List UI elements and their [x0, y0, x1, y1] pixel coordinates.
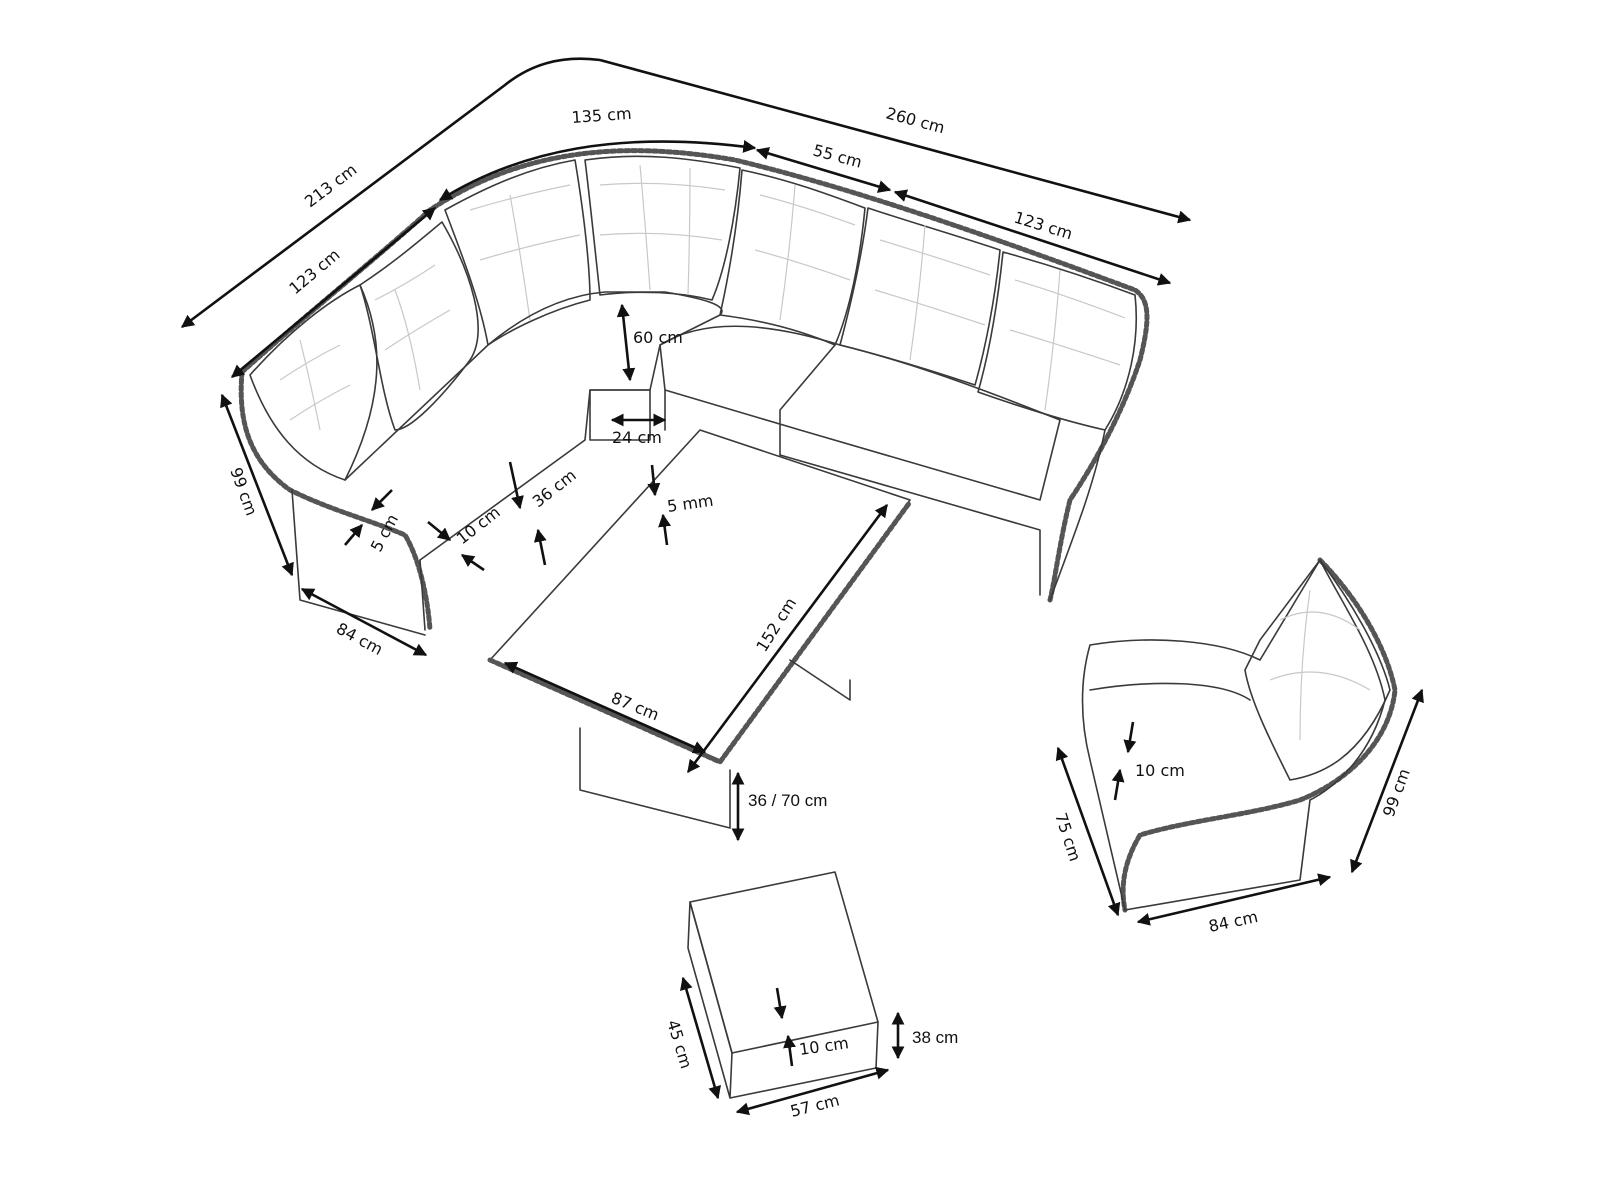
label-135: 135 cm [571, 104, 632, 127]
dim-chair-75-line [1055, 746, 1121, 917]
sofa-right-seat [659, 325, 1061, 501]
armchair [1081, 557, 1398, 913]
dim-5mm-line-a [647, 464, 661, 497]
sofa-left-front [291, 489, 426, 636]
dim-stool-10-line-a [773, 987, 787, 1020]
dimension-labels: 213 cm 260 cm 135 cm 123 cm 55 cm 123 cm… [226, 104, 1414, 1121]
footstool [687, 871, 879, 1099]
dim-5cm-line-a [371, 489, 393, 511]
label-36: 36 cm [529, 466, 580, 512]
dim-60-line [616, 303, 636, 382]
armchair-weave [1120, 557, 1398, 913]
label-chair-99: 99 cm [1379, 766, 1414, 819]
label-chair-75: 75 cm [1051, 810, 1084, 863]
label-152: 152 cm [752, 594, 800, 655]
label-stool-38: 38 cm [912, 1028, 958, 1047]
dim-123-left-line [231, 207, 436, 378]
back-cushion-4 [584, 155, 741, 301]
dim-stool-57-line [735, 1066, 890, 1116]
label-123-right: 123 cm [1012, 208, 1075, 244]
label-chair-84: 84 cm [1207, 907, 1260, 936]
dim-36-line-b [533, 528, 547, 566]
label-87: 87 cm [609, 688, 662, 724]
label-10cm: 10 cm [453, 503, 504, 549]
label-260: 260 cm [884, 104, 947, 138]
sofa-seat [344, 291, 723, 561]
stool-sides [687, 901, 879, 1099]
label-36-70: 36 / 70 cm [748, 791, 827, 810]
label-60: 60 cm [633, 328, 683, 347]
sofa-left-arm-weave [238, 369, 433, 633]
dim-55-line [755, 147, 892, 193]
label-213: 213 cm [301, 160, 360, 211]
back-cushion-7 [977, 251, 1138, 431]
dim-stool-10-line-b [783, 1034, 796, 1067]
label-chair-10: 10 cm [1135, 761, 1185, 780]
dim-5cm-line-b [344, 524, 363, 546]
armchair-seat [1089, 682, 1251, 701]
dim-36-line-a [508, 461, 524, 510]
sofa-corner-block [589, 389, 651, 441]
table-top-weave [487, 499, 913, 766]
dim-135-line [438, 140, 757, 202]
dim-99-line [220, 393, 294, 577]
label-99: 99 cm [226, 465, 261, 518]
dim-chair-84-line [1136, 873, 1332, 926]
sofa-right-arm [1049, 429, 1106, 601]
dim-chair-10-line-a [1123, 721, 1137, 754]
back-cushion-5 [719, 169, 866, 346]
back-cushion-1 [249, 284, 378, 481]
dim-chair-10-line-b [1111, 768, 1125, 801]
label-stool-45: 45 cm [663, 1018, 696, 1071]
dim-10cm-line-a [427, 520, 452, 542]
dim-84-line [300, 587, 428, 657]
dim-152-line [686, 503, 889, 774]
label-5mm: 5 mm [666, 491, 715, 516]
dim-10cm-line-b [460, 553, 485, 572]
dimension-lines [180, 57, 1424, 1116]
sofa-seat-divider [779, 344, 836, 456]
dim-5mm-line-b [658, 513, 671, 546]
armchair-cushion [1244, 559, 1391, 781]
dim-260-line [599, 58, 1192, 224]
label-24: 24 cm [612, 428, 662, 447]
corner-sofa [238, 148, 1150, 636]
stool-top [689, 871, 879, 1054]
dim-chair-99-line [1350, 688, 1424, 874]
dim-213-line [180, 57, 601, 329]
dim-87-line [503, 661, 707, 754]
label-84: 84 cm [333, 619, 386, 659]
sofa-base-front [664, 389, 1041, 596]
label-55: 55 cm [811, 141, 864, 172]
dim-123-right-line [893, 189, 1172, 286]
dim-stool-45-line [680, 976, 721, 1100]
